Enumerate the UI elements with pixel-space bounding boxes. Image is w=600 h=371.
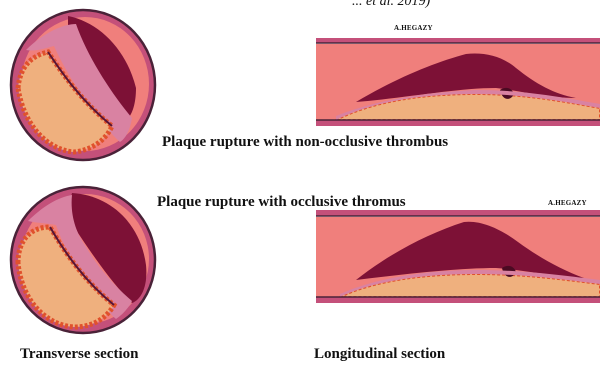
label-longitudinal-section: Longitudinal section	[314, 346, 445, 363]
watermark-top: A.HEGAZY	[394, 24, 433, 32]
longitudinal-section-non-occlusive	[316, 38, 600, 126]
transverse-section-non-occlusive	[8, 8, 158, 163]
vessel-wall-bottom	[316, 297, 600, 303]
caption-non-occlusive: Plaque rupture with non-occlusive thromb…	[162, 134, 448, 151]
vessel-wall-bottom	[316, 120, 600, 126]
header-cropped-text: ... et al. 2019)	[352, 0, 430, 10]
caption-occlusive: Plaque rupture with occlusive thromus	[157, 194, 406, 211]
vessel-wall-top	[316, 210, 600, 216]
watermark-bottom: A.HEGAZY	[548, 199, 587, 207]
label-transverse-section: Transverse section	[20, 346, 138, 363]
transverse-section-occlusive	[8, 185, 158, 335]
longitudinal-section-occlusive	[316, 210, 600, 303]
